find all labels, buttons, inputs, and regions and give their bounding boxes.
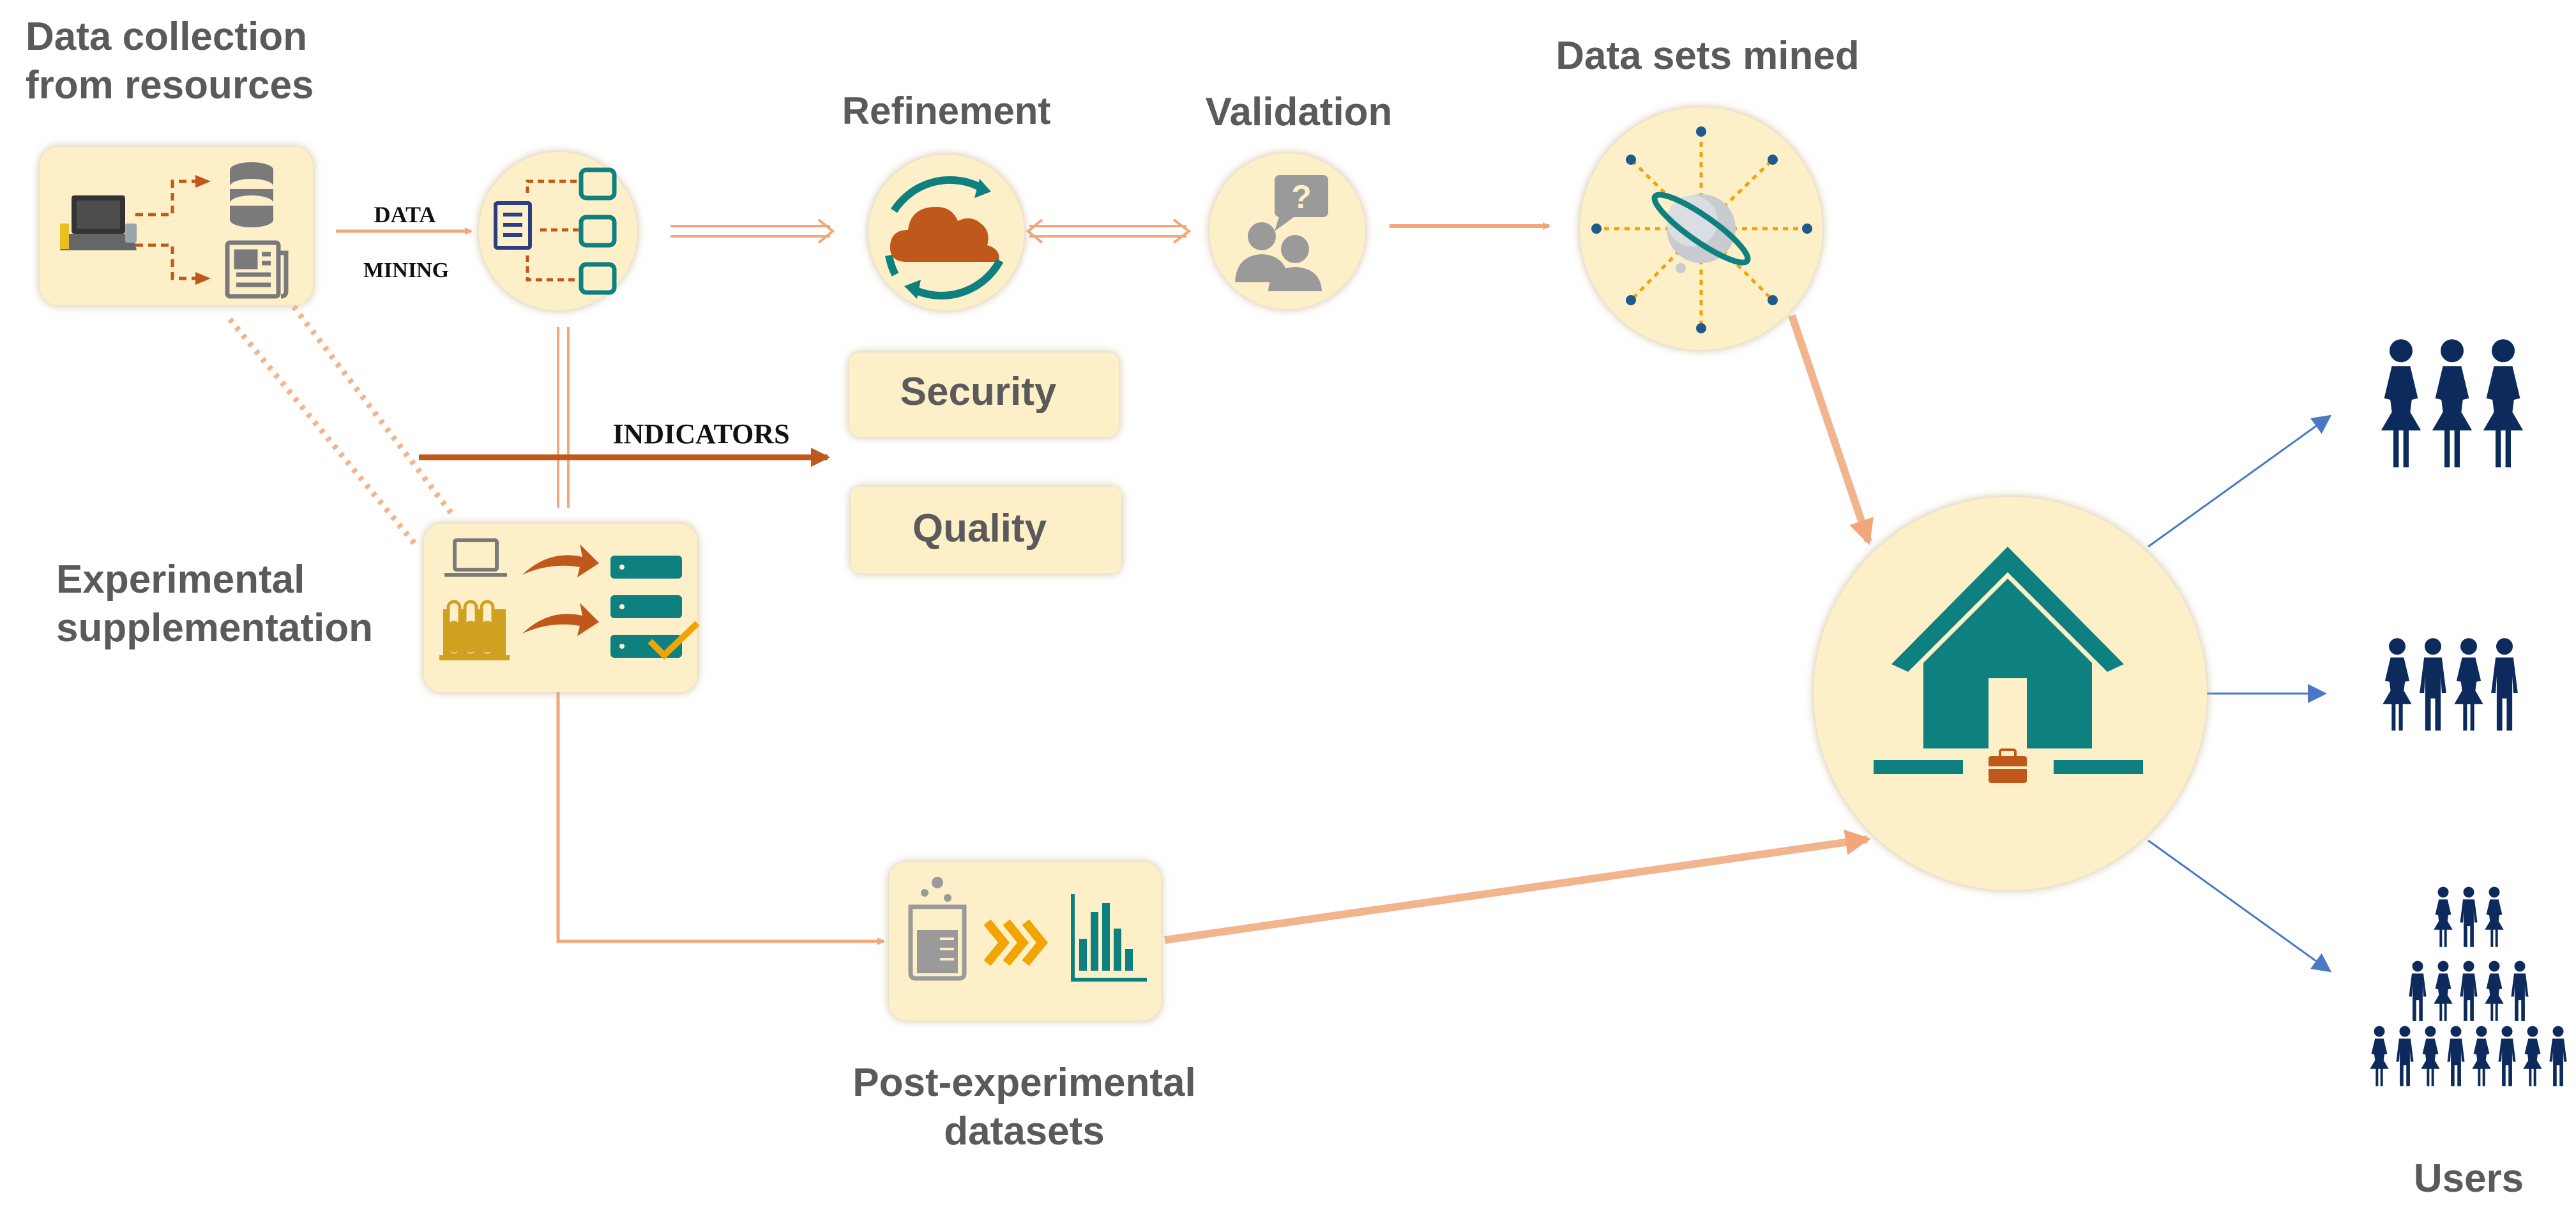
user-person-icon xyxy=(2421,1026,2440,1086)
user-person-icon xyxy=(2523,1026,2542,1086)
node-data-collection xyxy=(40,147,313,305)
label-refinement: Refinement xyxy=(842,89,1051,132)
question-users-icon: ? xyxy=(1235,175,1328,291)
arrow-hub-to-users-top xyxy=(2148,414,2332,548)
server-check-icon xyxy=(610,556,700,660)
label-quality: Quality xyxy=(913,506,1047,550)
curved-arrow-icon xyxy=(522,603,599,636)
dotted-line-collection-to-experimental-a xyxy=(227,317,418,546)
node-data-mining xyxy=(479,152,637,310)
user-person-icon xyxy=(2485,886,2504,947)
briefcase-icon xyxy=(1989,748,2027,783)
svg-text:?: ? xyxy=(1291,179,1312,216)
test-tubes-icon xyxy=(439,600,510,660)
user-person-icon xyxy=(2549,1026,2567,1086)
planet-network-icon xyxy=(1591,126,1812,333)
node-post-experimental xyxy=(889,862,1161,1021)
user-person-icon xyxy=(2460,960,2478,1021)
dotted-line-collection-to-experimental-b xyxy=(291,305,456,518)
node-validation: ? xyxy=(1209,153,1365,309)
arrow-mining-to-refinement xyxy=(671,218,835,244)
label-data-collection-line2: from resources xyxy=(26,63,314,107)
label-users: Users xyxy=(2414,1157,2524,1201)
label-experimental-line2: supplementation xyxy=(56,606,373,650)
user-person-icon xyxy=(2434,960,2453,1021)
edge-label-data: DATA xyxy=(374,202,436,227)
newspaper-icon xyxy=(225,240,289,299)
database-icon xyxy=(230,162,273,227)
box-security: Security xyxy=(849,353,1119,437)
user-person-icon xyxy=(2434,886,2453,947)
edge-label-indicators: INDICATORS xyxy=(612,418,789,450)
arrow-refinement-to-validation xyxy=(1026,218,1192,244)
label-experimental-line1: Experimental xyxy=(56,558,305,602)
user-person-icon xyxy=(2447,1026,2465,1086)
user-person-icon xyxy=(2472,1026,2491,1086)
house-icon xyxy=(1874,547,2143,774)
bar-chart-icon xyxy=(1071,894,1147,982)
beaker-icon xyxy=(908,877,967,981)
user-person-icon xyxy=(2485,960,2504,1021)
node-data-sets-mined xyxy=(1580,107,1822,350)
user-person-icon xyxy=(2498,1026,2516,1086)
user-person-icon xyxy=(2396,1026,2414,1086)
user-person-icon xyxy=(2370,1026,2389,1086)
user-person-icon xyxy=(2511,960,2529,1021)
node-central-hub xyxy=(1814,497,2207,890)
node-refinement xyxy=(868,155,1024,310)
arrow-post-to-hub xyxy=(1164,830,1871,944)
user-group-medium xyxy=(2383,638,2518,731)
label-data-collection-line1: Data collection xyxy=(26,15,307,59)
checklist-icon xyxy=(494,201,532,250)
label-data-sets-mined: Data sets mined xyxy=(1556,34,1860,78)
user-person-icon xyxy=(2460,886,2478,947)
curved-arrow-icon xyxy=(522,544,599,577)
cloud-sync-icon xyxy=(885,176,1004,300)
arrow-mined-to-hub xyxy=(1788,314,1874,545)
label-post-experimental-line1: Post-experimental xyxy=(852,1061,1196,1105)
node-experimental-supplementation xyxy=(424,524,700,692)
arrow-experimental-to-post xyxy=(556,692,885,945)
user-group-large xyxy=(2370,886,2567,1086)
box-quality: Quality xyxy=(851,487,1121,573)
label-post-experimental-line2: datasets xyxy=(944,1109,1105,1153)
label-validation: Validation xyxy=(1206,90,1393,134)
arrow-hub-to-users-bottom xyxy=(2148,839,2332,973)
user-person-icon xyxy=(2409,960,2427,1021)
edge-label-mining: MINING xyxy=(363,259,449,282)
user-group-small xyxy=(2381,339,2524,467)
laptop-icon xyxy=(60,195,137,250)
laptop-icon xyxy=(444,538,507,577)
flowchart-icon xyxy=(526,167,617,295)
label-security: Security xyxy=(900,370,1057,414)
chevrons-icon xyxy=(983,919,1049,966)
arrow-mining-to-experimental xyxy=(557,327,570,508)
connectors xyxy=(227,218,2332,973)
